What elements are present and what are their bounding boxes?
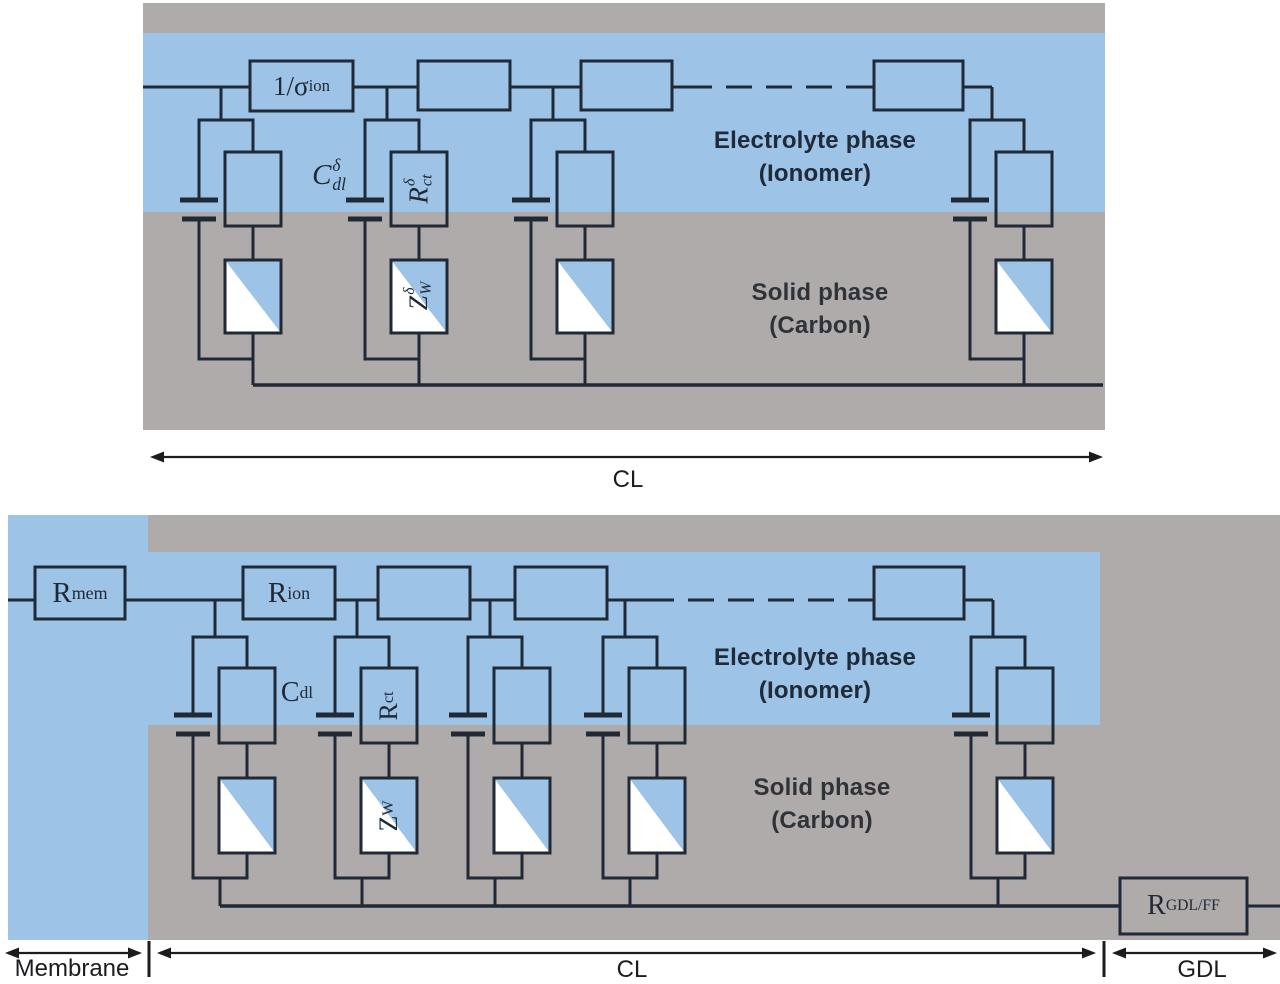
label-base: R	[267, 576, 288, 609]
solid-phase-label-top: Solid phase (Carbon)	[752, 276, 889, 342]
solid-phase-line2: (Carbon)	[771, 807, 873, 834]
electrolyte-phase-line1: Electrolyte phase	[713, 127, 917, 154]
series-resistor-box	[416, 59, 512, 112]
solid-phase-label-bottom: Solid phase (Carbon)	[754, 771, 891, 837]
series-resistor-box	[872, 59, 965, 112]
label-base: R	[374, 703, 403, 721]
label-superscript: δ	[332, 155, 341, 176]
series-resistor-box	[376, 565, 472, 621]
label-subscript: mem	[71, 583, 108, 603]
label-subscript: ion	[287, 583, 311, 603]
warburg-white-half	[391, 260, 447, 333]
warburg-white-half	[629, 778, 685, 853]
arrowhead	[150, 451, 164, 463]
label-subscript: GDL/FF	[1165, 897, 1220, 915]
warburg-white-half	[361, 778, 417, 853]
cl-width-label-bottom: CL	[616, 956, 648, 983]
label-base: C	[312, 158, 332, 191]
warburg-white-half	[225, 260, 281, 333]
label-base: C	[280, 677, 300, 708]
gdl-width-label: GDL	[1177, 956, 1227, 983]
series-resistor-box	[579, 59, 674, 112]
label-superscript: δ	[400, 178, 419, 187]
label-base: R	[52, 576, 72, 609]
cl-width-label-top: CL	[612, 466, 644, 493]
arrowhead	[128, 947, 142, 959]
electrolyte-phase-line2: (Ionomer)	[758, 160, 872, 187]
label-base: 1/σ	[273, 70, 309, 101]
arrowhead	[1082, 947, 1096, 959]
electrolyte-phase-label-top: Electrolyte phase (Ionomer)	[714, 124, 916, 190]
label-base: Z	[404, 295, 433, 311]
arrowhead	[1263, 947, 1277, 959]
warburg-white-half	[494, 778, 550, 853]
solid-phase-line1: Solid phase	[753, 774, 891, 801]
label-subscript: W	[379, 800, 397, 816]
warburg-white-half	[996, 260, 1052, 333]
series-resistor-box	[872, 565, 966, 621]
label-subscript: ct	[418, 174, 436, 187]
arrowhead	[157, 947, 171, 959]
label-base: R	[1147, 890, 1166, 921]
label-subscript: dl	[332, 174, 346, 194]
solid-phase-line2: (Carbon)	[769, 312, 871, 339]
series-resistor-box	[241, 565, 337, 621]
label-base: R	[403, 187, 434, 204]
series-resistor-box	[513, 565, 609, 621]
warburg-white-half	[997, 778, 1053, 853]
label-superscript: δ	[401, 287, 419, 295]
membrane-resistor-box	[33, 565, 127, 621]
label-subscript: ct	[379, 691, 397, 704]
membrane-width-label: Membrane	[14, 955, 130, 982]
warburg-white-half	[219, 778, 275, 853]
electrolyte-phase-label-bottom: Electrolyte phase (Ionomer)	[714, 641, 916, 707]
electrolyte-phase-line1: Electrolyte phase	[713, 644, 917, 671]
label-base: Z	[374, 815, 403, 832]
label-subscript: dl	[299, 683, 314, 703]
arrowhead	[1112, 947, 1126, 959]
solid-phase-line1: Solid phase	[751, 279, 889, 306]
arrowhead	[5, 947, 19, 959]
electrolyte-phase-line2: (Ionomer)	[758, 677, 872, 704]
warburg-white-half	[557, 260, 613, 333]
series-resistor-box	[248, 59, 355, 113]
label-subscript: W	[418, 281, 435, 295]
top-panel-electrolyte-region	[143, 33, 1105, 212]
label-subscript: ion	[308, 75, 330, 95]
arrowhead	[1089, 451, 1103, 463]
